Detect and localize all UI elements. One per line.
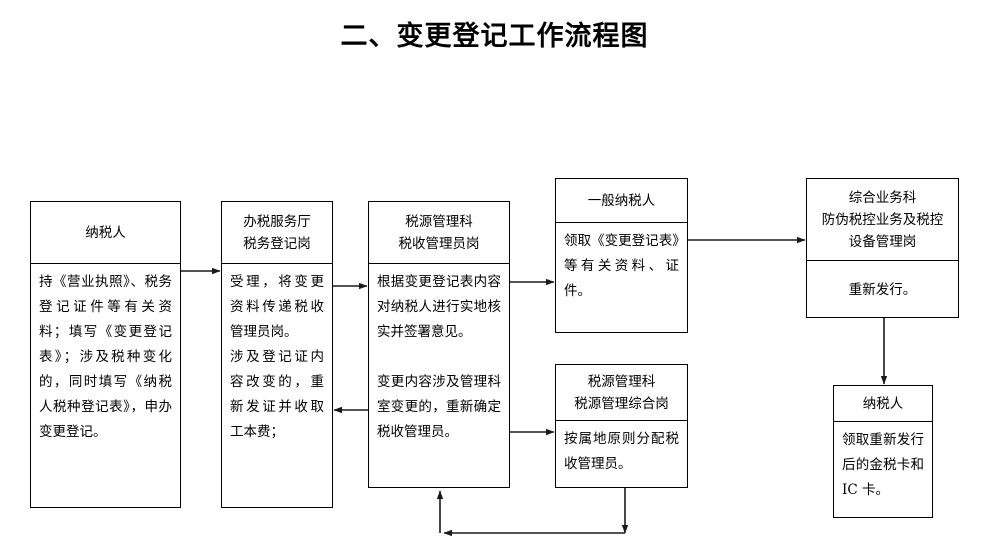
connector-source-general-loop-back <box>436 488 629 537</box>
node-comprehensive-business-header: 综合业务科 防伪税控业务及税控 设备管理岗 <box>807 179 958 261</box>
node-general-taxpayer[interactable]: 一般纳税人 领取《变更登记表》等有关资料、证件。 <box>555 178 688 333</box>
node-taxpayer-end-body: 领取重新发行后的金税卡和 IC 卡。 <box>842 432 924 498</box>
node-comprehensive-business-body: 重新发行。 <box>848 281 917 298</box>
page-title: 二、变更登记工作流程图 <box>340 21 649 52</box>
node-taxpayer-start-body: 持《营业执照》、税务登记证件等有关资料；填写《变更登记表》；涉及税种变化的，同时… <box>39 274 172 440</box>
node-taxpayer-start-header: 纳税人 <box>31 202 180 264</box>
node-source-admin-general[interactable]: 税源管理科 税源管理综合岗 按属地原则分配税收管理员。 <box>555 364 688 488</box>
node-source-admin-general-header: 税源管理科 税源管理综合岗 <box>556 365 687 421</box>
node-taxpayer-start[interactable]: 纳税人 持《营业执照》、税务登记证件等有关资料；填写《变更登记表》；涉及税种变化… <box>30 201 181 508</box>
node-tax-service-hall-header: 办税服务厅 税务登记岗 <box>222 202 332 264</box>
node-source-admin-general-body: 按属地原则分配税收管理员。 <box>564 431 679 472</box>
node-tax-service-hall[interactable]: 办税服务厅 税务登记岗 受理，将变更资料传递税收管理员岗。 涉及登记证内容改变的… <box>221 201 333 508</box>
node-comprehensive-business[interactable]: 综合业务科 防伪税控业务及税控 设备管理岗 重新发行。 <box>806 178 959 318</box>
node-general-taxpayer-body: 领取《变更登记表》等有关资料、证件。 <box>564 233 679 299</box>
node-tax-service-hall-body: 受理，将变更资料传递税收管理员岗。 涉及登记证内容改变的，重新发证并收取工本费； <box>230 274 324 440</box>
node-source-admin-officer-header: 税源管理科 税收管理员岗 <box>369 202 509 264</box>
node-general-taxpayer-header: 一般纳税人 <box>556 179 687 223</box>
node-taxpayer-end[interactable]: 纳税人 领取重新发行后的金税卡和 IC 卡。 <box>833 385 933 518</box>
node-source-admin-officer[interactable]: 税源管理科 税收管理员岗 根据变更登记表内容对纳税人进行实地核实并签署意见。 变… <box>368 201 510 488</box>
node-source-admin-officer-body: 根据变更登记表内容对纳税人进行实地核实并签署意见。 变更内容涉及管理科室变更的，… <box>377 274 501 440</box>
node-taxpayer-end-header: 纳税人 <box>834 386 932 422</box>
